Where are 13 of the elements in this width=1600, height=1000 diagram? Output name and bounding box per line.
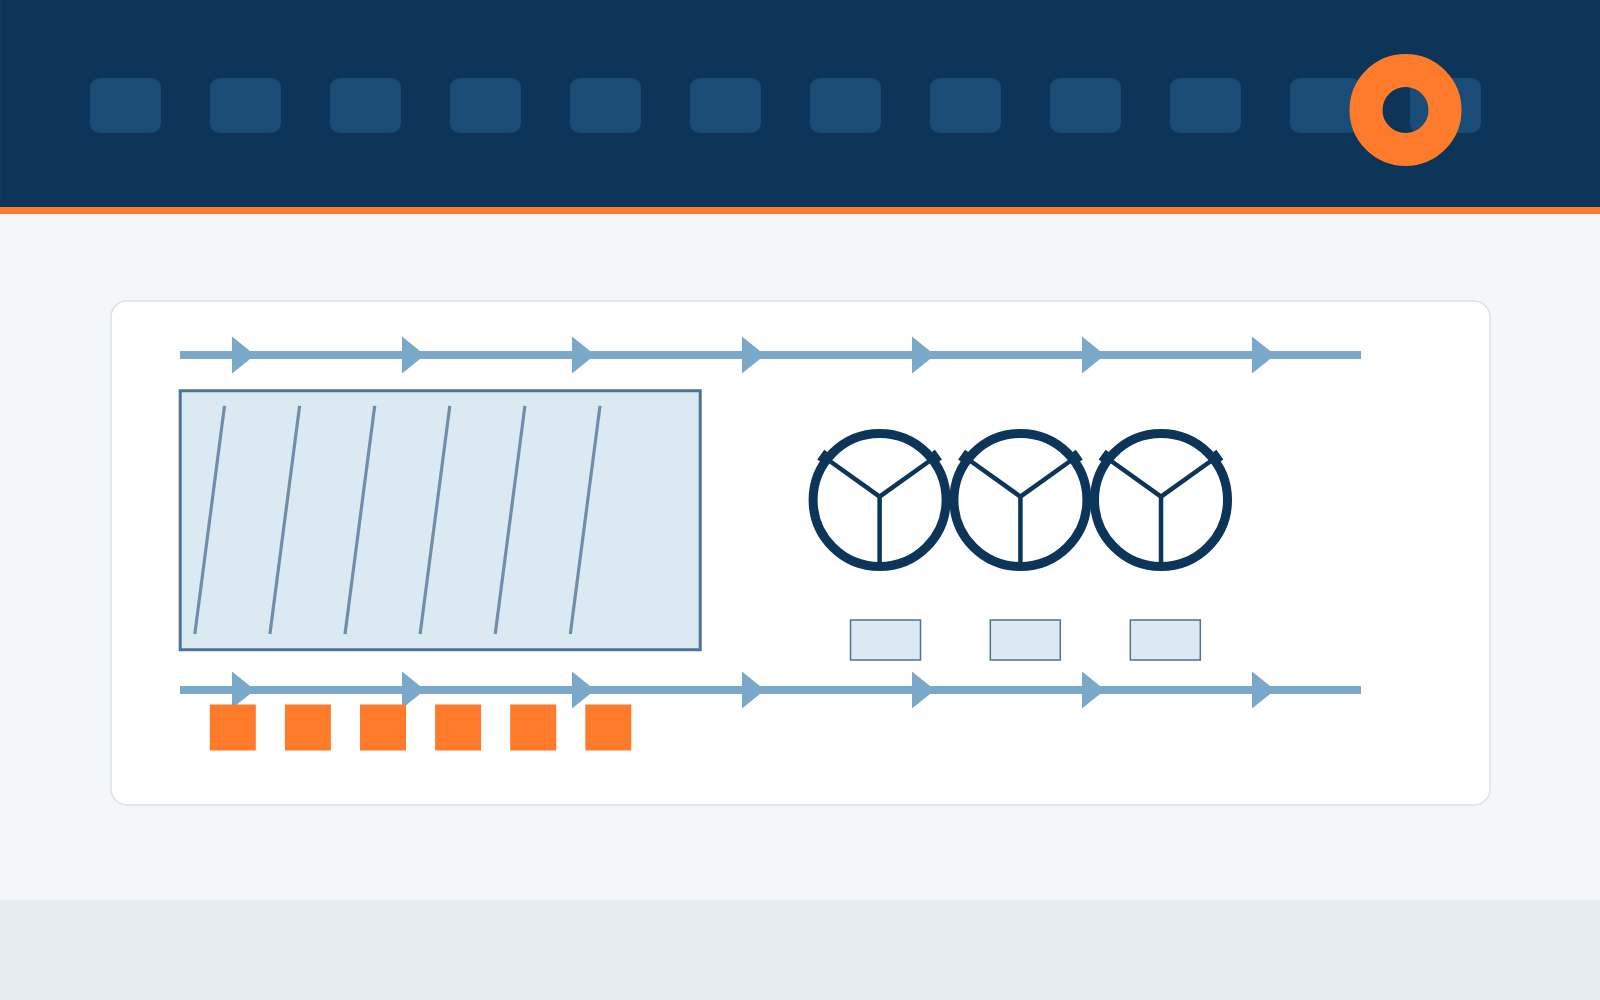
square	[510, 704, 557, 751]
square	[435, 704, 482, 751]
spoked-circle	[1090, 429, 1232, 571]
small-box	[989, 619, 1062, 661]
spoked-circle	[808, 429, 951, 571]
hatched-box	[178, 389, 702, 652]
small-box	[1129, 619, 1202, 661]
square	[360, 704, 406, 751]
small-box	[849, 619, 922, 661]
square	[585, 704, 632, 751]
square	[209, 704, 256, 751]
square	[284, 704, 331, 751]
spoked-circle	[949, 429, 1092, 571]
